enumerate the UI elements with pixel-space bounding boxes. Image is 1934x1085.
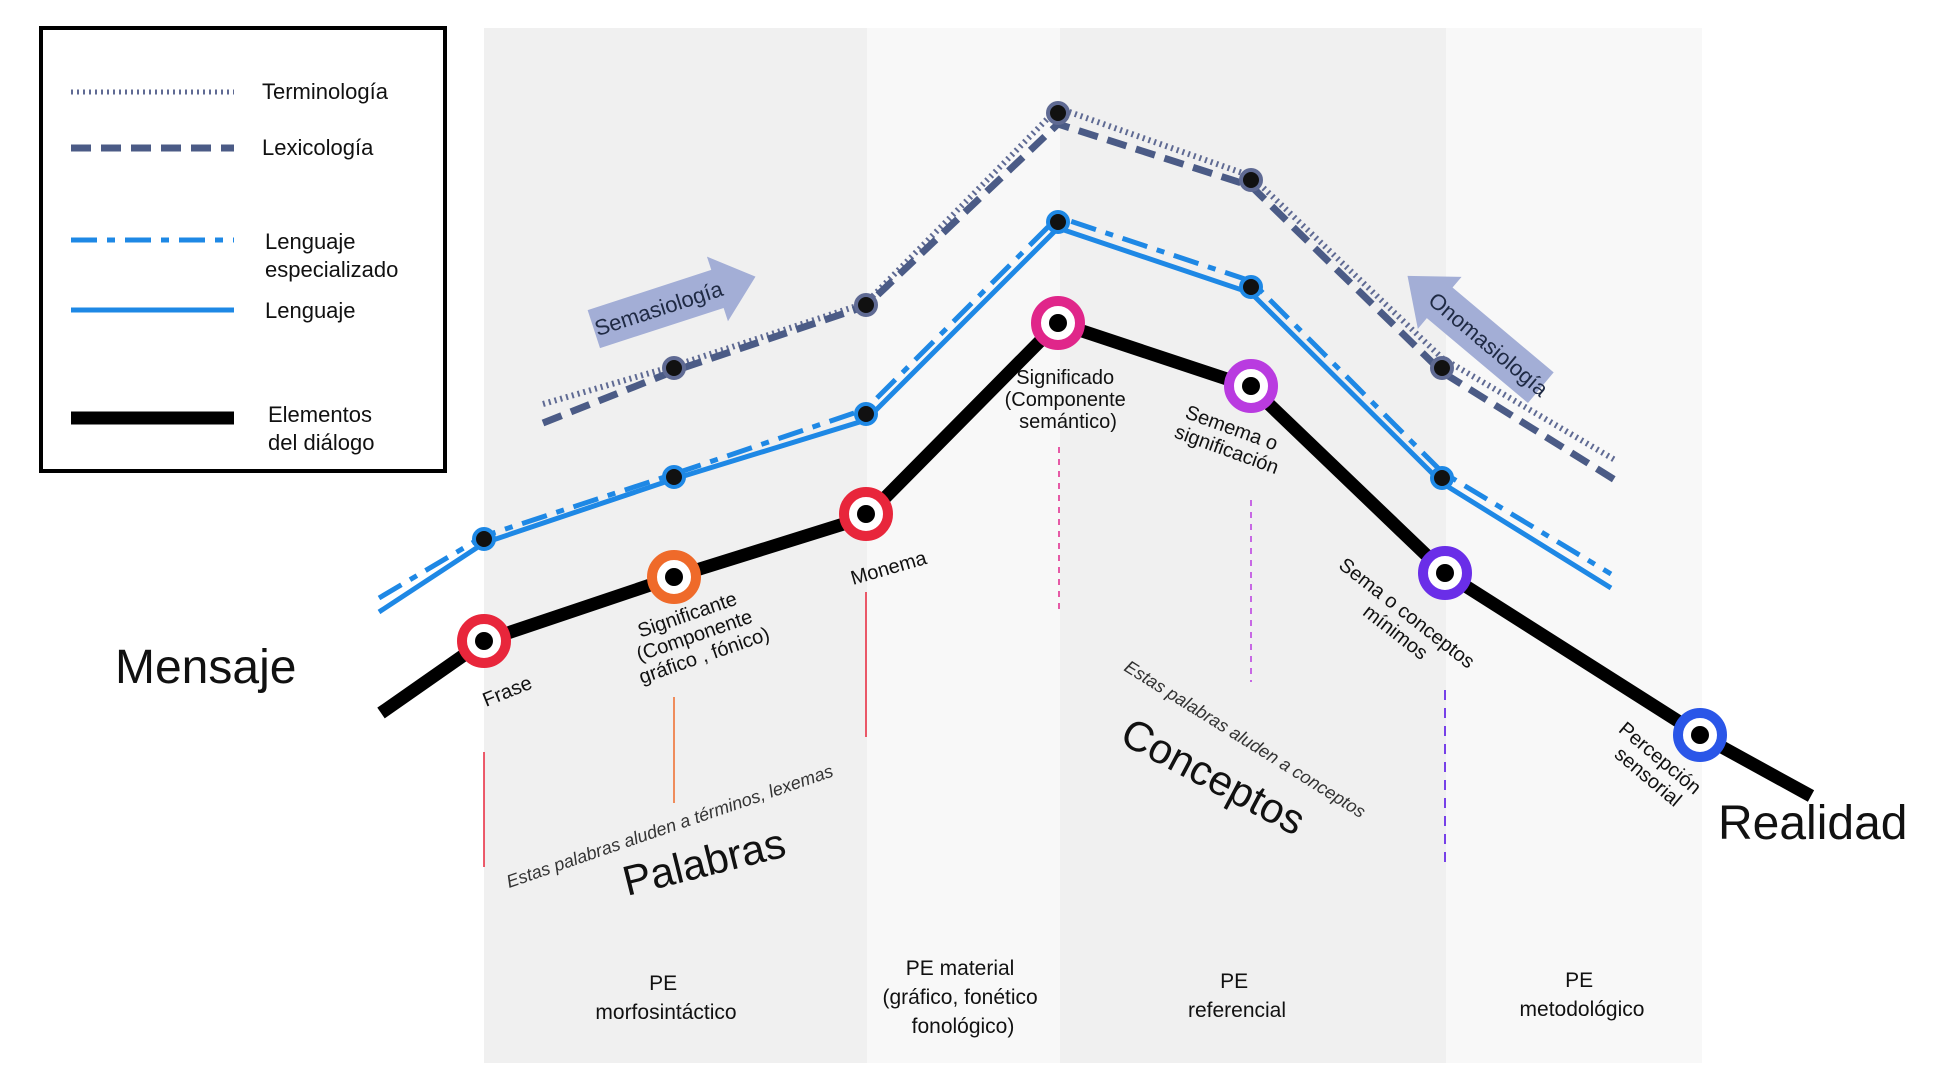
legend-box xyxy=(39,26,447,473)
marker-terminologia-3 xyxy=(1046,101,1070,125)
dot-percepcion xyxy=(1691,726,1709,744)
dot-significante xyxy=(665,568,683,586)
marker-lenguaje-1 xyxy=(472,527,496,551)
legend-lexicologia-label: Lexicología xyxy=(262,135,374,160)
legend-lenguaje-label: Lenguaje xyxy=(265,298,356,323)
legend-elementos-label: Elementos del diálogo xyxy=(268,402,378,455)
dialog-rings xyxy=(457,296,1727,762)
band-referencial-label: PE referencial xyxy=(1188,970,1286,1022)
label-mensaje: Mensaje xyxy=(115,641,296,694)
band-material-label: PE material (gráfico, fonético fonológic… xyxy=(882,957,1043,1038)
marker-lenguaje-3 xyxy=(854,402,878,426)
band-metodologico-label: PE metodológico xyxy=(1520,969,1645,1021)
band-morfosintactico xyxy=(484,28,867,1063)
legend-terminologia-label: Terminología xyxy=(262,79,389,104)
band-material xyxy=(867,28,1060,1063)
marker-terminologia-1 xyxy=(662,356,686,380)
line-lenguaje-especializado xyxy=(377,214,1613,601)
dot-monema xyxy=(857,505,875,523)
band-referencial xyxy=(1060,28,1446,1063)
dot-significado xyxy=(1049,314,1067,332)
dot-frase xyxy=(475,632,493,650)
band-morfosintactico-label: PE morfosintáctico xyxy=(595,972,736,1024)
markers-upper xyxy=(472,101,1454,551)
band-metodologico xyxy=(1446,28,1702,1063)
dot-sema xyxy=(1436,564,1454,582)
marker-lenguaje-6 xyxy=(1430,466,1454,490)
marker-terminologia-2 xyxy=(854,293,878,317)
marker-lenguaje-5 xyxy=(1239,275,1263,299)
marker-terminologia-4 xyxy=(1239,168,1263,192)
label-realidad: Realidad xyxy=(1718,797,1907,850)
legend: Terminología Lexicología Lenguaje especi… xyxy=(39,26,447,473)
marker-terminologia-5 xyxy=(1430,356,1454,380)
label-significado: Significado (Componente semántico) xyxy=(1005,367,1132,433)
marker-lenguaje-2 xyxy=(662,465,686,489)
dot-semema xyxy=(1242,377,1260,395)
line-lenguaje xyxy=(377,225,1613,615)
marker-lenguaje-4 xyxy=(1046,210,1070,234)
legend-lenguaje-especializado-label: Lenguaje especializado xyxy=(265,229,398,282)
